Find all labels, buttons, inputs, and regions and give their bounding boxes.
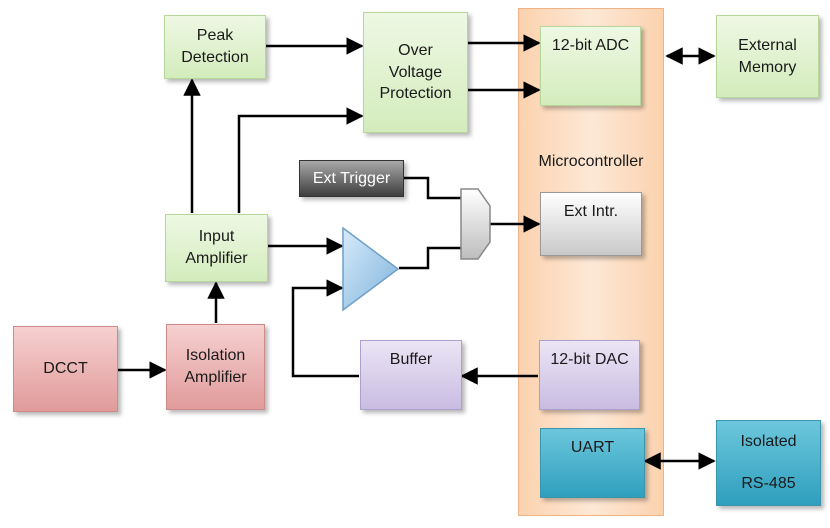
peak-detection-line-1: Peak bbox=[196, 27, 234, 45]
ovp-line-1: Over bbox=[398, 42, 433, 60]
buffer-block: Buffer bbox=[360, 340, 462, 410]
isolated-rs485-line-1: Isolated bbox=[740, 433, 797, 451]
dac-label: 12-bit DAC bbox=[550, 351, 629, 368]
uart-block: UART bbox=[540, 428, 645, 498]
uart-label: UART bbox=[570, 439, 615, 456]
isolation-amplifier-line-1: Isolation bbox=[185, 347, 246, 365]
comparator-symbol bbox=[342, 226, 400, 312]
microcontroller-label: Microcontroller bbox=[538, 153, 644, 170]
isolated-rs485-block: Isolated RS-485 bbox=[716, 420, 821, 506]
wire-exttrigger-to-gate bbox=[404, 176, 461, 200]
adc-block: 12-bit ADC bbox=[540, 26, 641, 106]
dac-block: 12-bit DAC bbox=[539, 340, 640, 410]
or-gate-symbol bbox=[460, 188, 491, 260]
input-amplifier-block: Input Amplifier bbox=[165, 214, 268, 282]
input-amplifier-line-2: Amplifier bbox=[185, 250, 248, 267]
ext-trigger-label: Ext Trigger bbox=[312, 169, 391, 187]
wire-buffer-to-comparator bbox=[291, 279, 359, 378]
dcct-block: DCCT bbox=[13, 326, 118, 412]
wire-comparator-to-gate bbox=[399, 246, 461, 270]
ovp-line-3: Protection bbox=[379, 85, 452, 103]
peak-detection-block: Peak Detection bbox=[164, 15, 266, 79]
adc-label: 12-bit ADC bbox=[551, 37, 630, 54]
ext-trigger-block: Ext Trigger bbox=[299, 160, 404, 197]
peak-detection-line-2: Detection bbox=[181, 49, 249, 66]
ext-intr-block: Ext Intr. bbox=[540, 192, 642, 256]
wire-inputamp-to-ovp bbox=[237, 107, 364, 213]
over-voltage-protection-block: Over Voltage Protection bbox=[363, 12, 468, 133]
external-memory-line-2: Memory bbox=[738, 58, 797, 76]
buffer-label: Buffer bbox=[389, 351, 433, 368]
external-memory-line-1: External bbox=[738, 36, 797, 54]
ext-intr-label: Ext Intr. bbox=[563, 203, 619, 220]
isolation-amplifier-block: Isolation Amplifier bbox=[166, 324, 265, 410]
input-amplifier-line-1: Input bbox=[198, 228, 235, 246]
isolation-amplifier-line-2: Amplifier bbox=[184, 369, 247, 386]
isolated-rs485-line-2: RS-485 bbox=[741, 475, 796, 493]
ovp-line-2: Voltage bbox=[388, 63, 443, 81]
dcct-label: DCCT bbox=[43, 360, 88, 378]
external-memory-block: External Memory bbox=[716, 15, 819, 98]
